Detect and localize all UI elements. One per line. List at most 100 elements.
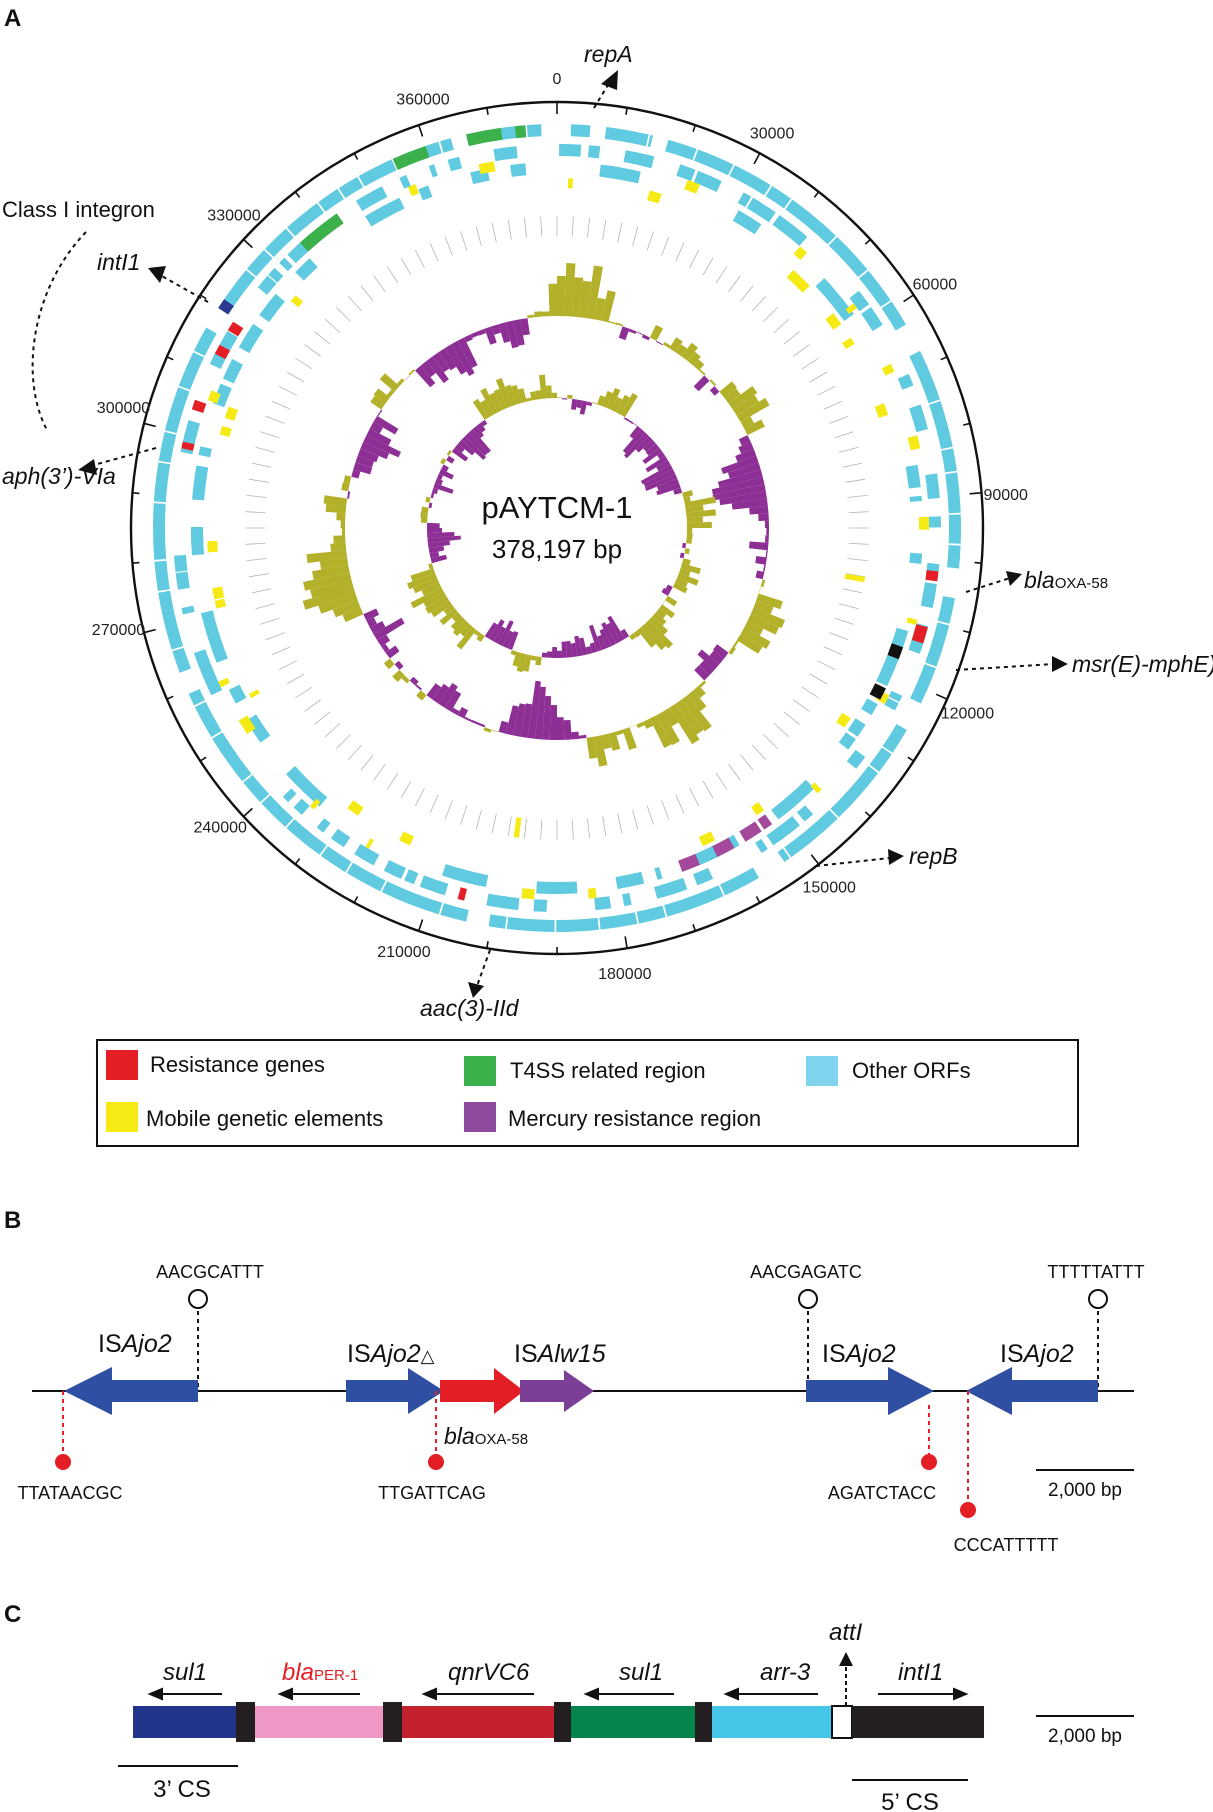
orf-block-outer	[830, 765, 879, 818]
gc-skew-outer-segment	[765, 535, 769, 543]
orf-block-outer	[158, 590, 184, 650]
gc-skew-outer-segment	[534, 686, 546, 740]
gc-skew-outer-segment	[669, 337, 683, 353]
bla-oxa-arrowhead	[1006, 571, 1022, 586]
gc-skew-outer-segment	[713, 644, 729, 659]
gc-skew-inner-segment	[579, 637, 588, 656]
gc-skew-inner-segment	[571, 398, 578, 410]
orf-block	[510, 163, 527, 177]
backbone-hatch	[829, 632, 849, 641]
gc-skew-outer-segment	[693, 359, 705, 371]
attI-site	[831, 1705, 853, 1739]
gc-skew-outer-segment	[649, 715, 672, 748]
backbone-hatch	[540, 819, 543, 840]
orf-block	[262, 294, 285, 319]
gc-skew-inner-segment	[440, 458, 447, 465]
gc-skew-outer-segment	[353, 462, 373, 475]
gc-skew-inner-segment	[443, 604, 455, 615]
gc-skew-outer-segment	[477, 722, 486, 728]
backbone-hatch	[265, 632, 285, 641]
gc-skew-inner-segment	[679, 552, 685, 559]
backbone-hatch	[507, 816, 512, 837]
gc-skew-outer-segment	[377, 409, 383, 417]
gc-skew-outer-segment	[736, 397, 770, 422]
gc-skew-outer-segment	[740, 627, 771, 649]
orf-block	[832, 297, 854, 321]
gc-skew-outer-segment	[755, 556, 767, 565]
backbone-hatch	[246, 494, 267, 498]
panel-b-red-sites: TTATAACGC TTGATTCAG AGATCTACC CCCATTTTT	[18, 1391, 1059, 1555]
orf-block	[302, 782, 328, 807]
orf-block	[198, 446, 212, 458]
backbone-hatch	[324, 318, 341, 333]
gc-skew-outer-segment	[415, 365, 436, 388]
gc-skew-outer-segment	[373, 617, 405, 641]
is-ajo2-delta-label: ISAjo2△	[347, 1340, 435, 1368]
gc-skew-outer-segment	[464, 716, 472, 722]
gc-skew-inner-segment	[441, 464, 449, 472]
gc-skew-outer-segment	[451, 707, 460, 716]
open-site-3: TTTTTATTT	[1047, 1262, 1145, 1391]
backbone-hatch	[386, 266, 399, 284]
gc-skew-inner-segment	[425, 496, 431, 503]
gc-skew-inner-segment	[682, 542, 687, 549]
panel-b-elements	[64, 1367, 1098, 1415]
red-site-2: TTGATTCAG	[378, 1391, 486, 1503]
tick-mark	[940, 356, 948, 361]
orf-block	[928, 516, 941, 528]
mobile-element-block	[478, 161, 496, 175]
backbone-hatch	[278, 385, 298, 396]
gc-skew-outer-segment	[698, 369, 706, 376]
backbone-hatch	[523, 217, 527, 238]
gc-skew-inner-segment	[557, 650, 563, 658]
orf-block	[818, 281, 842, 306]
gc-skew-inner-segment	[430, 600, 452, 618]
gc-skew-outer-segment	[643, 718, 654, 729]
gc-skew-inner-segment	[599, 628, 612, 649]
gc-skew-inner-segment	[686, 528, 693, 534]
gc-skew-inner-segment	[665, 584, 673, 592]
orf-block	[560, 881, 578, 894]
backbone-hatch	[740, 754, 754, 771]
mobile-element-block	[207, 540, 218, 553]
is-ajo2-4-label: ISAjo2	[1000, 1340, 1074, 1368]
orf-block	[884, 697, 899, 711]
gc-skew-inner-segment	[517, 388, 527, 403]
gc-skew-inner-segment	[546, 651, 553, 658]
gc-skew-outer-segment	[744, 419, 765, 436]
gc-skew-outer-segment	[457, 707, 469, 719]
gc-skew-inner-segment	[633, 630, 641, 638]
mercury-block	[712, 837, 735, 857]
gc-skew-outer-segment	[341, 528, 346, 536]
orf-block	[879, 663, 896, 679]
gc-skew-inner-segment	[535, 656, 542, 666]
orf-block-outer	[720, 867, 759, 896]
gc-skew-outer-segment	[302, 586, 356, 610]
tick-mark	[755, 896, 761, 904]
orf-block-outer	[729, 165, 771, 196]
orf-block	[286, 766, 305, 785]
tick-mark	[625, 107, 628, 115]
annotation-dashes	[31, 79, 1056, 987]
gc-skew-inner-segment	[512, 651, 522, 667]
red-site-4-seq: CCCATTTTT	[954, 1535, 1059, 1555]
backbone-hatch	[414, 787, 425, 807]
gc-skew-outer-segment	[615, 322, 624, 327]
gc-skew-inner-segment	[423, 591, 447, 608]
tick-mark	[143, 628, 156, 634]
sul1-3cs-direction-head	[147, 1687, 163, 1701]
backbone-hatch	[848, 511, 869, 514]
orf-block	[907, 474, 921, 485]
gc-skew-inner-segment	[672, 582, 688, 594]
backbone-hatch	[571, 819, 574, 840]
red-site-3-marker	[921, 1454, 937, 1470]
gc-skew-inner-segment	[661, 587, 671, 596]
bla-oxa-58-label: blaOXA-58	[1024, 567, 1108, 593]
gc-skew-inner-segment	[606, 622, 621, 644]
sul1-label: sul1	[619, 1659, 663, 1686]
backbone-hatch	[646, 231, 654, 251]
aac-arrowhead	[468, 982, 484, 998]
gc-skew-inner-segment	[640, 464, 673, 485]
orf-block-outer	[153, 462, 171, 503]
backbone-hatch	[823, 400, 843, 410]
